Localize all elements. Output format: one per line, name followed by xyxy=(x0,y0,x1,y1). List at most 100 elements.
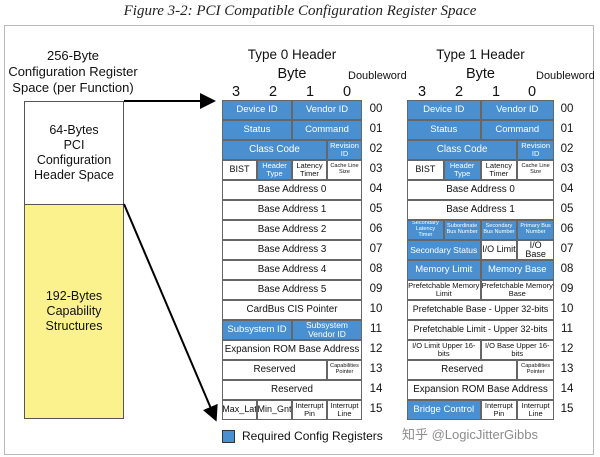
doubleword-number: 00 xyxy=(369,103,383,115)
type1-doubleword-label: Doubleword xyxy=(536,70,595,82)
doubleword-number: 12 xyxy=(369,343,383,355)
type1-byte-number: 0 xyxy=(527,84,537,100)
doubleword-number: 10 xyxy=(369,303,383,315)
doubleword-number: 03 xyxy=(560,163,574,175)
register-cell: I/O Base Upper 16-bits xyxy=(480,340,554,360)
register-cell: BIST xyxy=(222,160,257,180)
doubleword-number: 11 xyxy=(561,323,573,335)
doubleword-number: 07 xyxy=(560,243,574,255)
doubleword-number: 06 xyxy=(369,223,383,235)
doubleword-number: 12 xyxy=(560,343,574,355)
register-cell: Subsystem Vendor ID xyxy=(292,320,362,340)
register-cell: Base Address 3 xyxy=(222,240,362,260)
doubleword-number: 08 xyxy=(369,263,383,275)
register-cell: Reserved xyxy=(222,380,362,400)
type0-byte-number: 3 xyxy=(231,84,241,100)
register-cell: Status xyxy=(222,120,292,140)
register-cell: Base Address 1 xyxy=(407,200,554,220)
figure-frame xyxy=(4,25,594,455)
type0-doubleword-label: Doubleword xyxy=(348,70,407,82)
register-cell: Bridge Control xyxy=(407,400,481,420)
doubleword-number: 04 xyxy=(369,183,383,195)
register-cell: Class Code xyxy=(222,140,327,160)
heading-line: Space (per Function) xyxy=(12,80,134,95)
capability-line: Structures xyxy=(45,319,103,333)
legend-swatch xyxy=(222,430,235,443)
header-space-line: 64-Bytes xyxy=(49,123,99,137)
register-cell: Interrupt Pin xyxy=(480,400,518,420)
register-cell: Header Type xyxy=(443,160,481,180)
register-cell: BIST xyxy=(407,160,444,180)
register-cell: Revision ID xyxy=(517,140,554,160)
register-cell: Base Address 0 xyxy=(222,180,362,200)
type1-byte-number: 2 xyxy=(454,84,464,100)
register-cell: Prefetchable Limit - Upper 32-bits xyxy=(407,320,554,340)
register-cell: Subordinate Bus Number xyxy=(443,220,481,240)
register-cell: Expansion ROM Base Address xyxy=(407,380,554,400)
doubleword-number: 00 xyxy=(560,103,574,115)
doubleword-number: 03 xyxy=(369,163,383,175)
register-cell: Command xyxy=(480,120,554,140)
config-space-heading: 256-Byte Configuration Register Space (p… xyxy=(8,48,138,96)
doubleword-number: 13 xyxy=(560,363,574,375)
doubleword-number: 08 xyxy=(560,263,574,275)
register-cell: Vendor ID xyxy=(480,100,554,120)
register-cell: I/O Base xyxy=(517,240,554,260)
register-cell: Secondary Latency Timer xyxy=(407,220,444,240)
figure-title: Figure 3-2: PCI Compatible Configuration… xyxy=(123,3,477,19)
register-cell: Primary Bus Number xyxy=(517,220,554,240)
register-cell: I/O Limit Upper 16-bits xyxy=(407,340,481,360)
register-cell: Prefetchable Memory Base xyxy=(480,280,554,300)
register-cell: Capabilities Pointer xyxy=(517,360,554,380)
register-cell: Status xyxy=(407,120,481,140)
type0-byte-label: Byte xyxy=(277,66,307,82)
doubleword-number: 06 xyxy=(560,223,574,235)
register-cell: Min_Gnt xyxy=(257,400,292,420)
doubleword-number: 07 xyxy=(369,243,383,255)
doubleword-number: 09 xyxy=(560,283,574,295)
register-cell: Base Address 0 xyxy=(407,180,554,200)
type1-byte-label: Byte xyxy=(465,66,495,82)
register-cell: Capabilities Pointer xyxy=(327,360,362,380)
register-cell: Memory Limit xyxy=(407,260,481,280)
heading-line: 256-Byte xyxy=(46,48,100,63)
register-cell: Cache Line Size xyxy=(517,160,554,180)
doubleword-number: 15 xyxy=(560,403,574,415)
header-space-box: 64-Bytes PCI Configuration Header Space xyxy=(24,101,124,205)
doubleword-number: 14 xyxy=(369,383,383,395)
register-cell: Secondary Status xyxy=(407,240,481,260)
register-cell: Base Address 4 xyxy=(222,260,362,280)
register-cell: Device ID xyxy=(407,100,481,120)
register-cell: Command xyxy=(292,120,362,140)
type0-title: Type 0 Header xyxy=(247,47,337,62)
doubleword-number: 02 xyxy=(369,143,383,155)
type0-byte-number: 1 xyxy=(305,84,315,100)
header-space-line: Header Space xyxy=(34,168,114,182)
doubleword-number: 09 xyxy=(369,283,383,295)
watermark: 知乎 @LogicJitterGibbs xyxy=(402,427,539,442)
register-cell: Prefetchable Base - Upper 32-bits xyxy=(407,300,554,320)
header-space-line: PCI Configuration xyxy=(36,138,112,167)
register-cell: Header Type xyxy=(257,160,292,180)
register-cell: Reserved xyxy=(222,360,327,380)
register-cell: Secondary Bus Number xyxy=(480,220,518,240)
register-cell: Subsystem ID xyxy=(222,320,292,340)
doubleword-number: 13 xyxy=(369,363,383,375)
register-cell: Prefetchable Memory Limit xyxy=(407,280,481,300)
heading-line: Configuration Register xyxy=(8,64,138,79)
register-cell: Device ID xyxy=(222,100,292,120)
capability-line: Capability xyxy=(46,304,102,318)
doubleword-number: 05 xyxy=(369,203,383,215)
register-cell: Memory Base xyxy=(480,260,554,280)
register-cell: I/O Limit xyxy=(480,240,518,260)
doubleword-number: 11 xyxy=(370,323,382,335)
register-cell: Vendor ID xyxy=(292,100,362,120)
register-cell: Cache Line Size xyxy=(327,160,362,180)
register-cell: Revision ID xyxy=(327,140,362,160)
type1-byte-number: 3 xyxy=(417,84,427,100)
type1-byte-number: 1 xyxy=(491,84,501,100)
